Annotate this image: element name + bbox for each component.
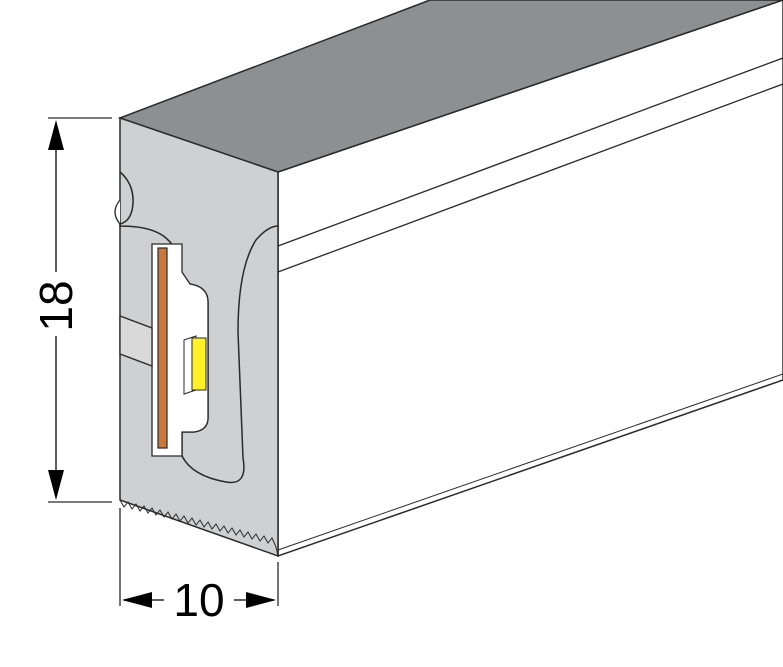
cable (119, 315, 153, 367)
height-arrow-top-icon (48, 120, 64, 150)
height-label-mask (30, 272, 82, 336)
side-groove-line-lower (277, 83, 783, 273)
width-label: 10 (173, 574, 224, 626)
led-chip (191, 337, 207, 391)
side-bottom-line (277, 373, 783, 551)
width-arrow-right-icon (246, 592, 276, 608)
height-label: 18 (30, 280, 82, 331)
front-sawtooth-edge (119, 499, 279, 557)
side-groove-line-upper (277, 57, 783, 247)
width-arrow-left-icon (122, 592, 152, 608)
front-groove-notch (114, 199, 121, 225)
pcb-strip (157, 247, 168, 449)
width-label-mask (164, 578, 234, 622)
height-arrow-bottom-icon (48, 470, 64, 500)
